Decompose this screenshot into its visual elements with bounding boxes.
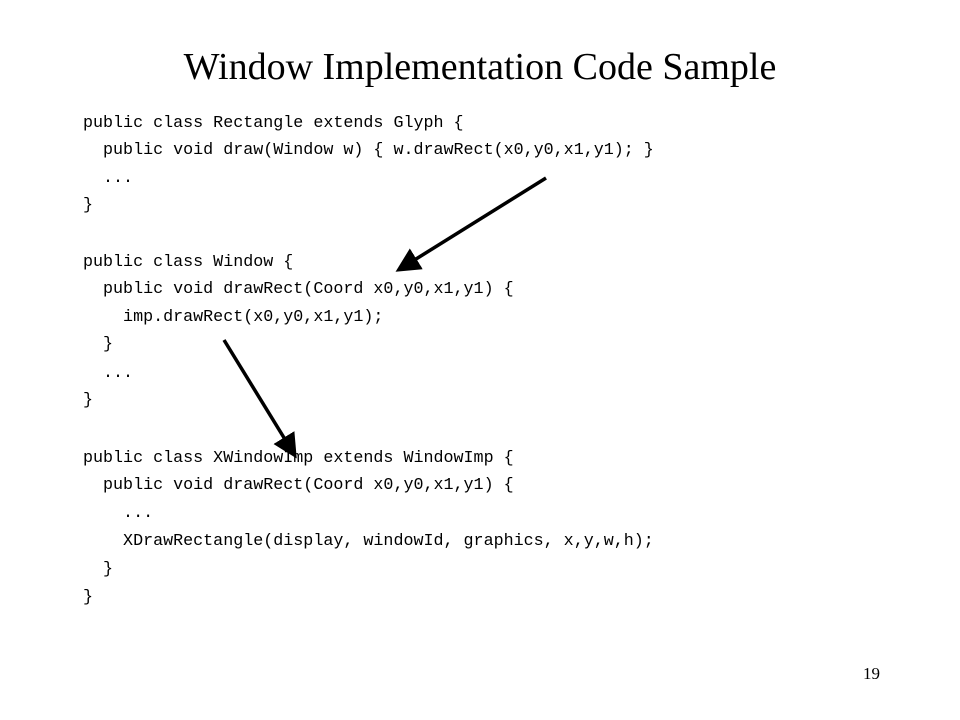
code-line-15: ... <box>83 504 154 523</box>
code-line-14: public void drawRect(Coord x0,y0,x1,y1) … <box>83 476 514 495</box>
code-line-9: } <box>83 335 114 354</box>
code-line-1: public class Rectangle extends Glyph { <box>83 114 464 133</box>
code-line-4: } <box>83 196 94 215</box>
code-line-10: ... <box>83 364 134 383</box>
code-line-11: } <box>83 391 94 410</box>
slide-title: Window Implementation Code Sample <box>183 46 777 88</box>
code-line-2: public void draw(Window w) { w.drawRect(… <box>83 141 654 160</box>
page-number: 19 <box>863 664 880 683</box>
code-line-8: imp.drawRect(x0,y0,x1,y1); <box>83 308 384 327</box>
arrow-imp-to-xwindowimp <box>222 339 297 459</box>
code-line-16: XDrawRectangle(display, windowId, graphi… <box>83 532 654 551</box>
code-line-13: public class XWindowImp extends WindowIm… <box>83 449 514 468</box>
code-line-7: public void drawRect(Coord x0,y0,x1,y1) … <box>83 280 514 299</box>
code-line-17: } <box>83 560 114 579</box>
code-line-6: public class Window { <box>83 253 294 272</box>
arrow-draw-to-drawrect <box>395 176 547 272</box>
code-line-18: } <box>83 588 94 607</box>
code-line-3: ... <box>83 169 134 188</box>
